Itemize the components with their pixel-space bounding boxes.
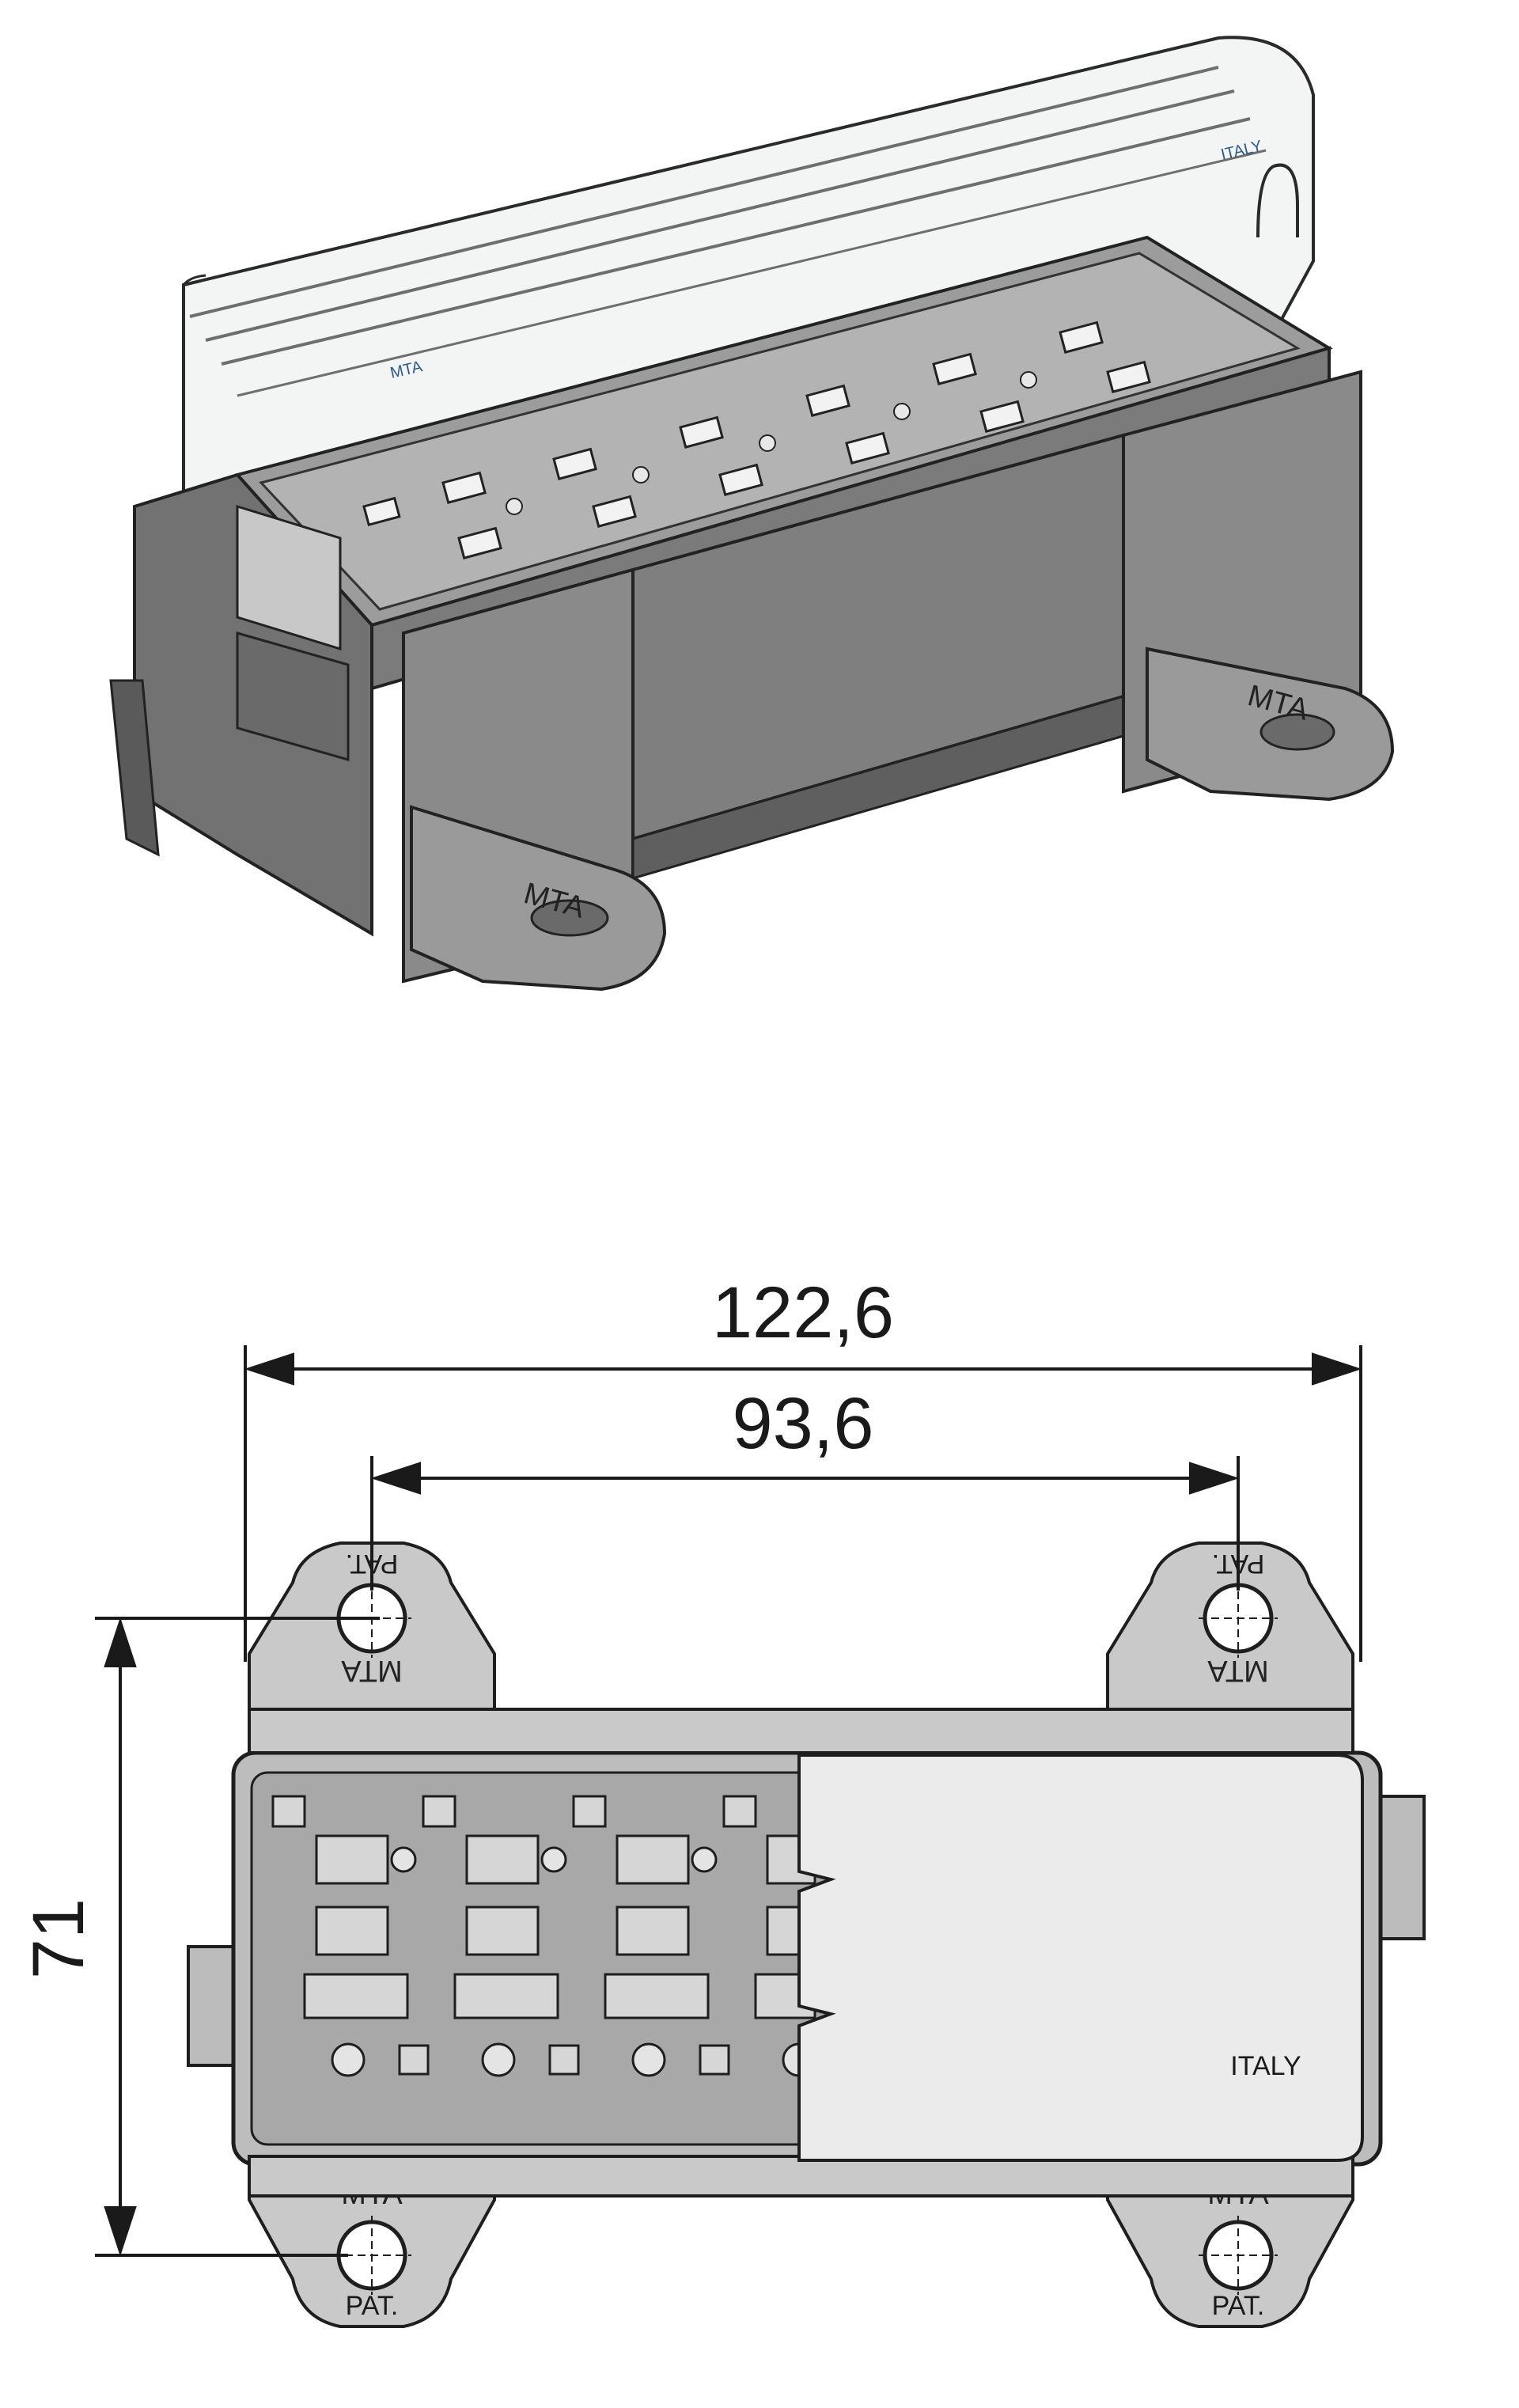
iso-mounting-foot-left: MTA <box>410 805 667 992</box>
cover-origin-label: ITALY <box>1230 2051 1301 2081</box>
dimension-overall-width <box>244 1345 1362 1662</box>
housing-frame-bottom <box>248 2155 1354 2198</box>
side-clip-left <box>187 1945 241 2067</box>
housing-frame-top <box>248 1708 1354 1754</box>
side-clip-right <box>1375 1795 1426 1940</box>
brand-mark-top-right: MTA <box>1207 1654 1269 1687</box>
dimension-hole-spacing <box>370 1456 1240 1591</box>
dimension-height <box>95 1617 380 2257</box>
dimension-height-value: 71 <box>18 1898 99 1979</box>
iso-mounting-foot-right: MTA <box>1146 647 1395 802</box>
dimension-hole-spacing-value: 93,6 <box>732 1383 873 1464</box>
brand-mark-top-left: MTA <box>341 1654 403 1687</box>
patent-mark-bottom-right: PAT. <box>1212 2291 1265 2321</box>
top-view: PAT. MTA PAT. MTA MTA PAT. MTA PAT. <box>18 1272 1426 2328</box>
dimension-overall-width-value: 122,6 <box>712 1272 894 1353</box>
isometric-view: MTA ITALY <box>109 36 1395 992</box>
fuse-slots <box>271 1795 816 2076</box>
mounting-tab-top-right: PAT. MTA <box>1106 1541 1354 1719</box>
cover-panel <box>797 1754 1364 2162</box>
patent-mark-bottom-left: PAT. <box>346 2291 399 2321</box>
